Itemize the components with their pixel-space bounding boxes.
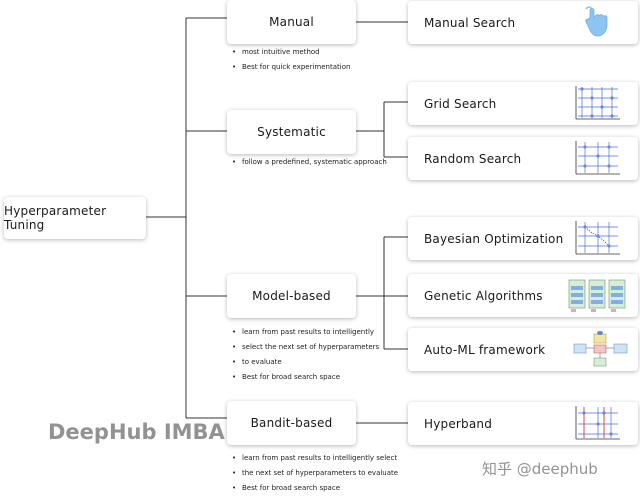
automl-flow-icon <box>573 331 628 367</box>
method-grid-search: Grid Search <box>408 82 638 125</box>
watermark-zhihu: 知乎 @deephub <box>482 460 598 478</box>
systematic-notes: follow a predefined, systematic approach <box>232 155 387 170</box>
watermark-deephub: DeepHub IMBA <box>48 420 225 444</box>
hand-tap-icon <box>585 6 608 37</box>
method-manual-search: Manual Search <box>408 1 638 44</box>
random-plot-icon <box>575 141 620 175</box>
method-label: Hyperband <box>424 416 493 431</box>
method-label: Manual Search <box>424 15 516 30</box>
note-item: follow a predefined, systematic approach <box>232 155 387 170</box>
method-label: Grid Search <box>424 96 497 111</box>
method-label: Random Search <box>424 151 522 166</box>
note-item: learn from past results to intelligently <box>232 325 379 340</box>
note-item: Best for broad search space <box>232 481 398 496</box>
category-label: Manual <box>269 15 314 29</box>
method-bayesian-optimization: Bayesian Optimization <box>408 217 638 260</box>
method-label: Bayesian Optimization <box>424 231 564 246</box>
note-item: Best for broad search space <box>232 370 379 385</box>
method-hyperband: Hyperband <box>408 402 638 445</box>
root-label: Hyperparameter Tuning <box>4 204 107 232</box>
method-random-search: Random Search <box>408 137 638 180</box>
category-bandit-based: Bandit-based <box>227 401 356 445</box>
bandit-based-notes: learn from past results to intelligently… <box>232 451 398 496</box>
note-item-continuation: the next set of hyperparameters to evalu… <box>232 466 398 481</box>
method-label: Genetic Algorithms <box>424 288 543 303</box>
genetic-blocks-icon <box>568 279 626 312</box>
note-item-continuation: select the next set of hyperparameters <box>232 340 379 355</box>
category-label: Bandit-based <box>250 416 333 430</box>
note-item: learn from past results to intelligently… <box>232 451 398 466</box>
method-automl-framework: Auto-ML framework <box>408 328 638 371</box>
hyperband-plot-icon <box>575 406 620 440</box>
category-model-based: Model-based <box>227 274 356 318</box>
note-item-continuation: to evaluate <box>232 355 379 370</box>
method-genetic-algorithms: Genetic Algorithms <box>408 274 638 317</box>
category-systematic: Systematic <box>227 110 356 154</box>
grid-plot-icon <box>575 86 620 120</box>
note-item: most intuitive method <box>232 45 350 60</box>
category-label: Model-based <box>252 289 331 303</box>
root-node: Hyperparameter Tuning <box>4 197 146 239</box>
model-based-notes: learn from past results to intelligently… <box>232 325 379 385</box>
manual-notes: most intuitive method Best for quick exp… <box>232 45 350 75</box>
bayesian-plot-icon <box>575 221 620 255</box>
method-label: Auto-ML framework <box>424 342 546 357</box>
note-item: Best for quick experimentation <box>232 60 350 75</box>
category-label: Systematic <box>257 125 326 139</box>
category-manual: Manual <box>227 0 356 44</box>
